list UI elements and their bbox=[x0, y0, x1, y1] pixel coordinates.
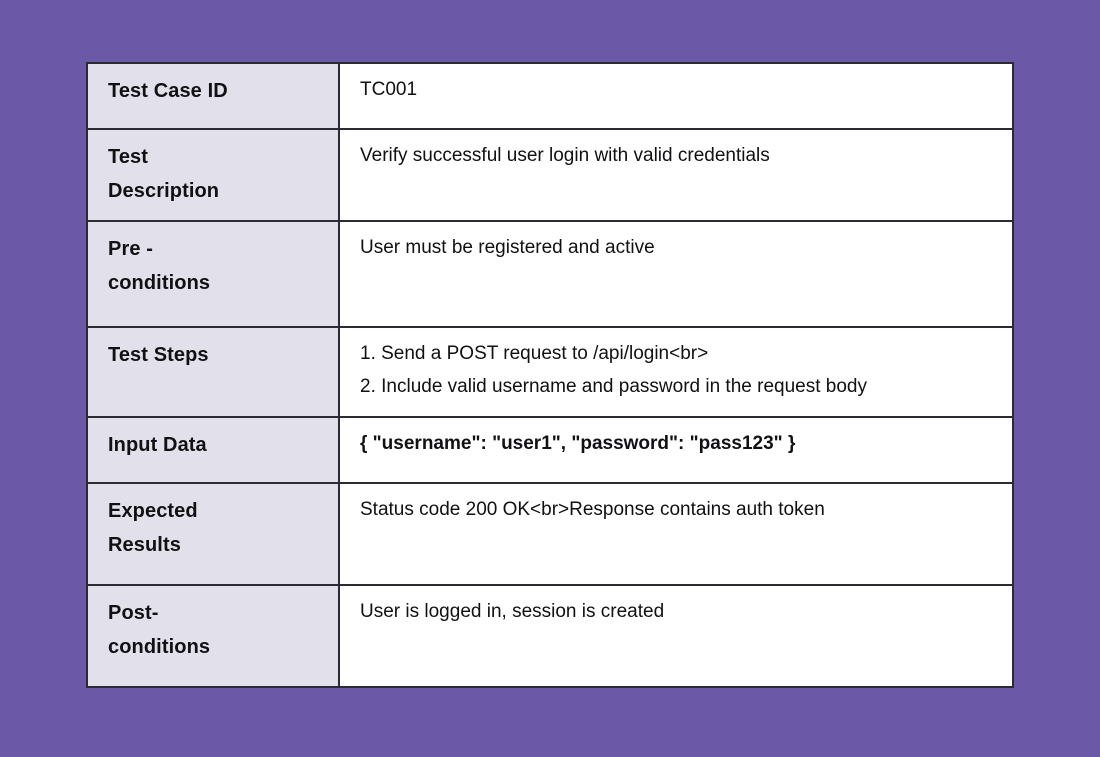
value-line: User is logged in, session is created bbox=[360, 601, 665, 622]
label-line: conditions bbox=[108, 272, 211, 294]
test-case-table-body: Test Case ID TC001 Test Description Veri… bbox=[86, 62, 1014, 688]
table-row: Pre - conditions User must be registered… bbox=[86, 220, 1014, 328]
value-line: 1. Send a POST request to /api/login<br> bbox=[360, 343, 709, 364]
value-line: Status code 200 OK<br>Response contains … bbox=[360, 499, 825, 520]
row-label-pre-conditions: Pre - conditions bbox=[86, 220, 340, 328]
label-line: Pre - bbox=[108, 238, 153, 260]
table-row: Expected Results Status code 200 OK<br>R… bbox=[86, 482, 1014, 586]
row-value-post-conditions: User is logged in, session is created bbox=[338, 584, 1014, 688]
label-line: conditions bbox=[108, 636, 211, 658]
row-value-test-steps: 1. Send a POST request to /api/login<br>… bbox=[338, 326, 1014, 418]
label-line: Test bbox=[108, 146, 149, 168]
label-line: Input Data bbox=[108, 434, 207, 456]
label-line: Post- bbox=[108, 602, 159, 624]
label-line: Expected bbox=[108, 500, 198, 522]
label-line: Test Case ID bbox=[108, 80, 228, 102]
value-line: TC001 bbox=[360, 79, 418, 100]
table-row: Input Data { "username": "user1", "passw… bbox=[86, 416, 1014, 484]
row-label-input-data: Input Data bbox=[86, 416, 340, 484]
row-value-test-description: Verify successful user login with valid … bbox=[338, 128, 1014, 222]
row-value-expected-results: Status code 200 OK<br>Response contains … bbox=[338, 482, 1014, 586]
label-line: Test Steps bbox=[108, 344, 209, 366]
value-line: { "username": "user1", "password": "pass… bbox=[360, 433, 796, 454]
label-line: Description bbox=[108, 180, 220, 202]
table-row: Post- conditions User is logged in, sess… bbox=[86, 584, 1014, 688]
label-line: Results bbox=[108, 534, 181, 556]
table-row: Test Steps 1. Send a POST request to /ap… bbox=[86, 326, 1014, 418]
row-label-test-description: Test Description bbox=[86, 128, 340, 222]
row-value-test-case-id: TC001 bbox=[338, 62, 1014, 130]
row-value-input-data: { "username": "user1", "password": "pass… bbox=[338, 416, 1014, 484]
table-row: Test Description Verify successful user … bbox=[86, 128, 1014, 222]
row-label-test-steps: Test Steps bbox=[86, 326, 340, 418]
table-row: Test Case ID TC001 bbox=[86, 62, 1014, 130]
row-label-post-conditions: Post- conditions bbox=[86, 584, 340, 688]
value-line: Verify successful user login with valid … bbox=[360, 145, 770, 166]
row-value-pre-conditions: User must be registered and active bbox=[338, 220, 1014, 328]
value-line: 2. Include valid username and password i… bbox=[360, 375, 867, 397]
test-case-table: Test Case ID TC001 Test Description Veri… bbox=[86, 62, 1014, 688]
value-line: User must be registered and active bbox=[360, 237, 655, 258]
row-label-expected-results: Expected Results bbox=[86, 482, 340, 586]
row-label-test-case-id: Test Case ID bbox=[86, 62, 340, 130]
